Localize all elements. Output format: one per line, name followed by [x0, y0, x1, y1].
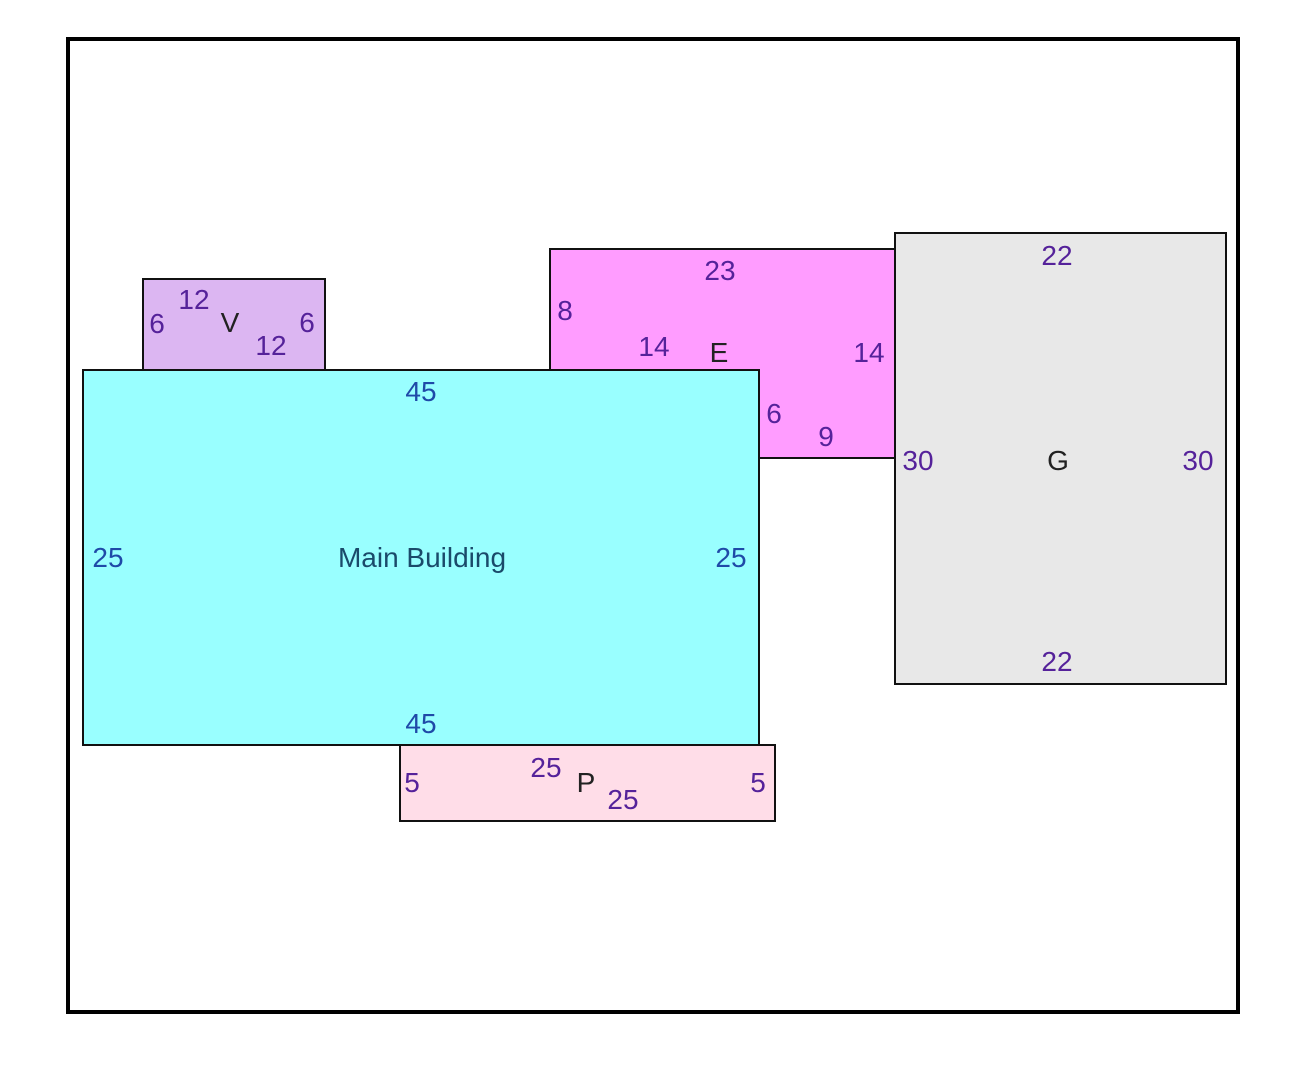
p-bottom-dim: 25: [607, 784, 639, 815]
g-right-dim: 30: [1182, 445, 1214, 476]
e-step-dim: 6: [766, 398, 782, 429]
p-right-dim: 5: [750, 767, 766, 798]
p-name: P: [576, 767, 596, 798]
main-name: Main Building: [337, 542, 507, 573]
area-g[interactable]: [894, 232, 1227, 685]
main-top-dim: 45: [405, 376, 437, 407]
main-left-dim: 25: [92, 542, 124, 573]
area-main-building[interactable]: [82, 369, 760, 746]
g-bottom-dim: 22: [1041, 646, 1073, 677]
v-left-dim: 6: [149, 308, 165, 339]
main-bottom-dim: 45: [405, 708, 437, 739]
g-top-dim: 22: [1041, 240, 1073, 271]
e-top-dim: 23: [704, 255, 736, 286]
v-bottom-dim: 12: [255, 330, 287, 361]
g-left-dim: 30: [902, 445, 934, 476]
e-inner-left-dim: 14: [638, 331, 670, 362]
v-name: V: [220, 307, 240, 338]
area-p[interactable]: [399, 744, 776, 822]
g-name: G: [1047, 445, 1069, 476]
p-top-dim: 25: [530, 752, 562, 783]
v-right-dim: 6: [299, 307, 315, 338]
main-right-dim: 25: [715, 542, 747, 573]
e-left-dim: 8: [557, 295, 573, 326]
sketch-frame: [66, 37, 1240, 1014]
e-name: E: [709, 337, 729, 368]
e-right-dim: 14: [853, 337, 885, 368]
p-left-dim: 5: [404, 767, 420, 798]
v-top-dim: 12: [178, 284, 210, 315]
e-bottom-dim: 9: [818, 421, 834, 452]
